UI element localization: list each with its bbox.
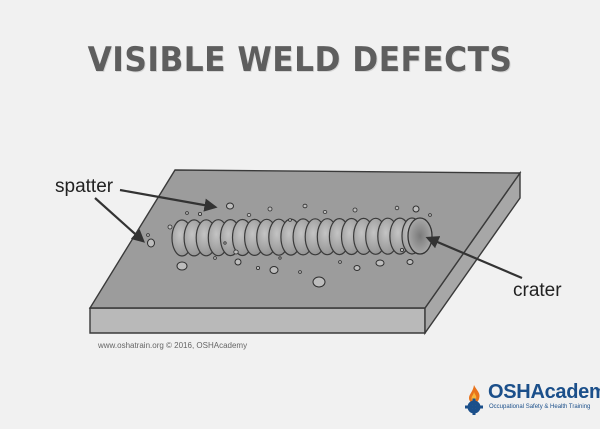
spatter-dot [147,238,155,248]
spatter-dot [412,205,420,213]
spatter-dot [167,224,173,230]
crater-label: crater [513,280,562,301]
spatter-dot [269,266,279,274]
spatter-arrow-upper [119,188,218,212]
spatter-dot [176,261,188,271]
crater-arrow [425,236,523,280]
flame-gear-icon [465,385,483,415]
crater-mark [407,217,433,255]
oshacademy-logo: OSHAcademy Occupational Safety & Health … [462,381,600,417]
spatter-dot [406,259,414,265]
spatter-dot [375,259,385,267]
spatter-particles [146,202,432,288]
spatter-dot [213,256,217,260]
page-title: VISIBLE WELD DEFECTS [87,40,513,80]
spatter-dot [322,209,328,214]
plate-front-edge [89,307,426,334]
spatter-arrow-lower [94,197,145,243]
spatter-dot [223,241,227,245]
spatter-dot [226,202,234,210]
spatter-dot [353,265,361,271]
spatter-dot [233,249,239,255]
spatter-dot [302,203,308,209]
spatter-dot [428,213,432,217]
weld-bead [171,217,423,257]
logo-name: OSHAcademy [488,381,600,403]
logo-tagline: Occupational Safety & Health Training [489,404,591,410]
spatter-dot [146,233,150,237]
copyright-notice: www.oshatrain.org © 2016, OSHAcademy [98,341,248,350]
spatter-dot [185,211,189,215]
spatter-dot [399,247,404,252]
spatter-dot [267,206,273,212]
spatter-label: spatter [55,176,114,197]
spatter-dot [338,260,342,264]
spatter-dot [352,207,358,213]
spatter-dot [234,258,242,266]
spatter-dot [312,276,326,288]
spatter-dot [394,205,400,211]
spatter-dot [278,256,282,260]
spatter-dot [255,265,260,270]
spatter-dot [197,211,202,216]
spatter-dot [288,218,292,222]
spatter-dot [298,270,302,274]
spatter-dot [246,212,252,217]
